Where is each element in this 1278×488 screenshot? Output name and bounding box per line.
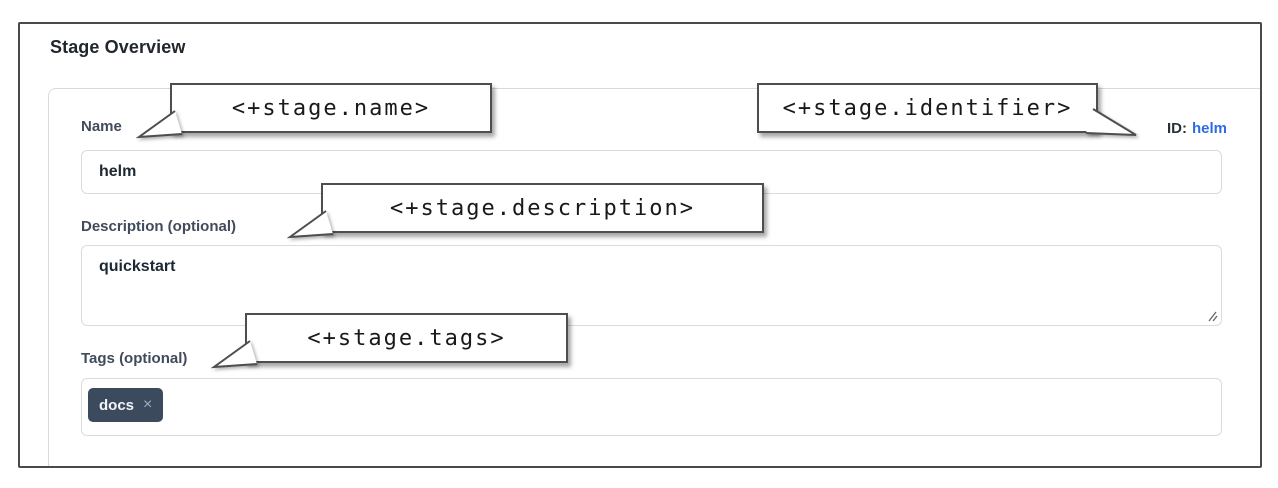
annotation-identifier-text: <+stage.identifier> <box>782 95 1073 121</box>
tag-remove-icon[interactable]: × <box>143 396 153 413</box>
annotation-description-text: <+stage.description> <box>390 195 695 221</box>
annotation-name-text: <+stage.name> <box>231 95 431 121</box>
tags-input[interactable]: docs × <box>81 378 1222 436</box>
id-label: ID: <box>1166 120 1187 137</box>
annotation-name-callout: <+stage.name> <box>135 83 492 139</box>
annotation-tags-text: <+stage.tags> <box>307 325 506 351</box>
name-label: Name <box>81 118 122 135</box>
screenshot-frame: Stage Overview Name ID:helm Description … <box>18 22 1262 468</box>
tag-chip: docs × <box>88 388 164 422</box>
annotation-identifier-callout: <+stage.identifier> <box>757 83 1137 136</box>
page-title: Stage Overview <box>50 37 186 57</box>
description-textarea[interactable]: quickstart <box>81 245 1222 326</box>
tags-label: Tags (optional) <box>81 350 188 367</box>
annotation-tags-callout: <+stage.tags> <box>210 313 568 369</box>
description-field: quickstart <box>81 245 1222 326</box>
resize-handle-icon[interactable] <box>1205 309 1219 323</box>
annotation-description-callout: <+stage.description> <box>286 183 764 239</box>
stage-id: ID:helm <box>1167 120 1227 137</box>
id-value[interactable]: helm <box>1191 120 1227 137</box>
tag-chip-label: docs <box>99 396 135 414</box>
description-label: Description (optional) <box>81 218 236 235</box>
